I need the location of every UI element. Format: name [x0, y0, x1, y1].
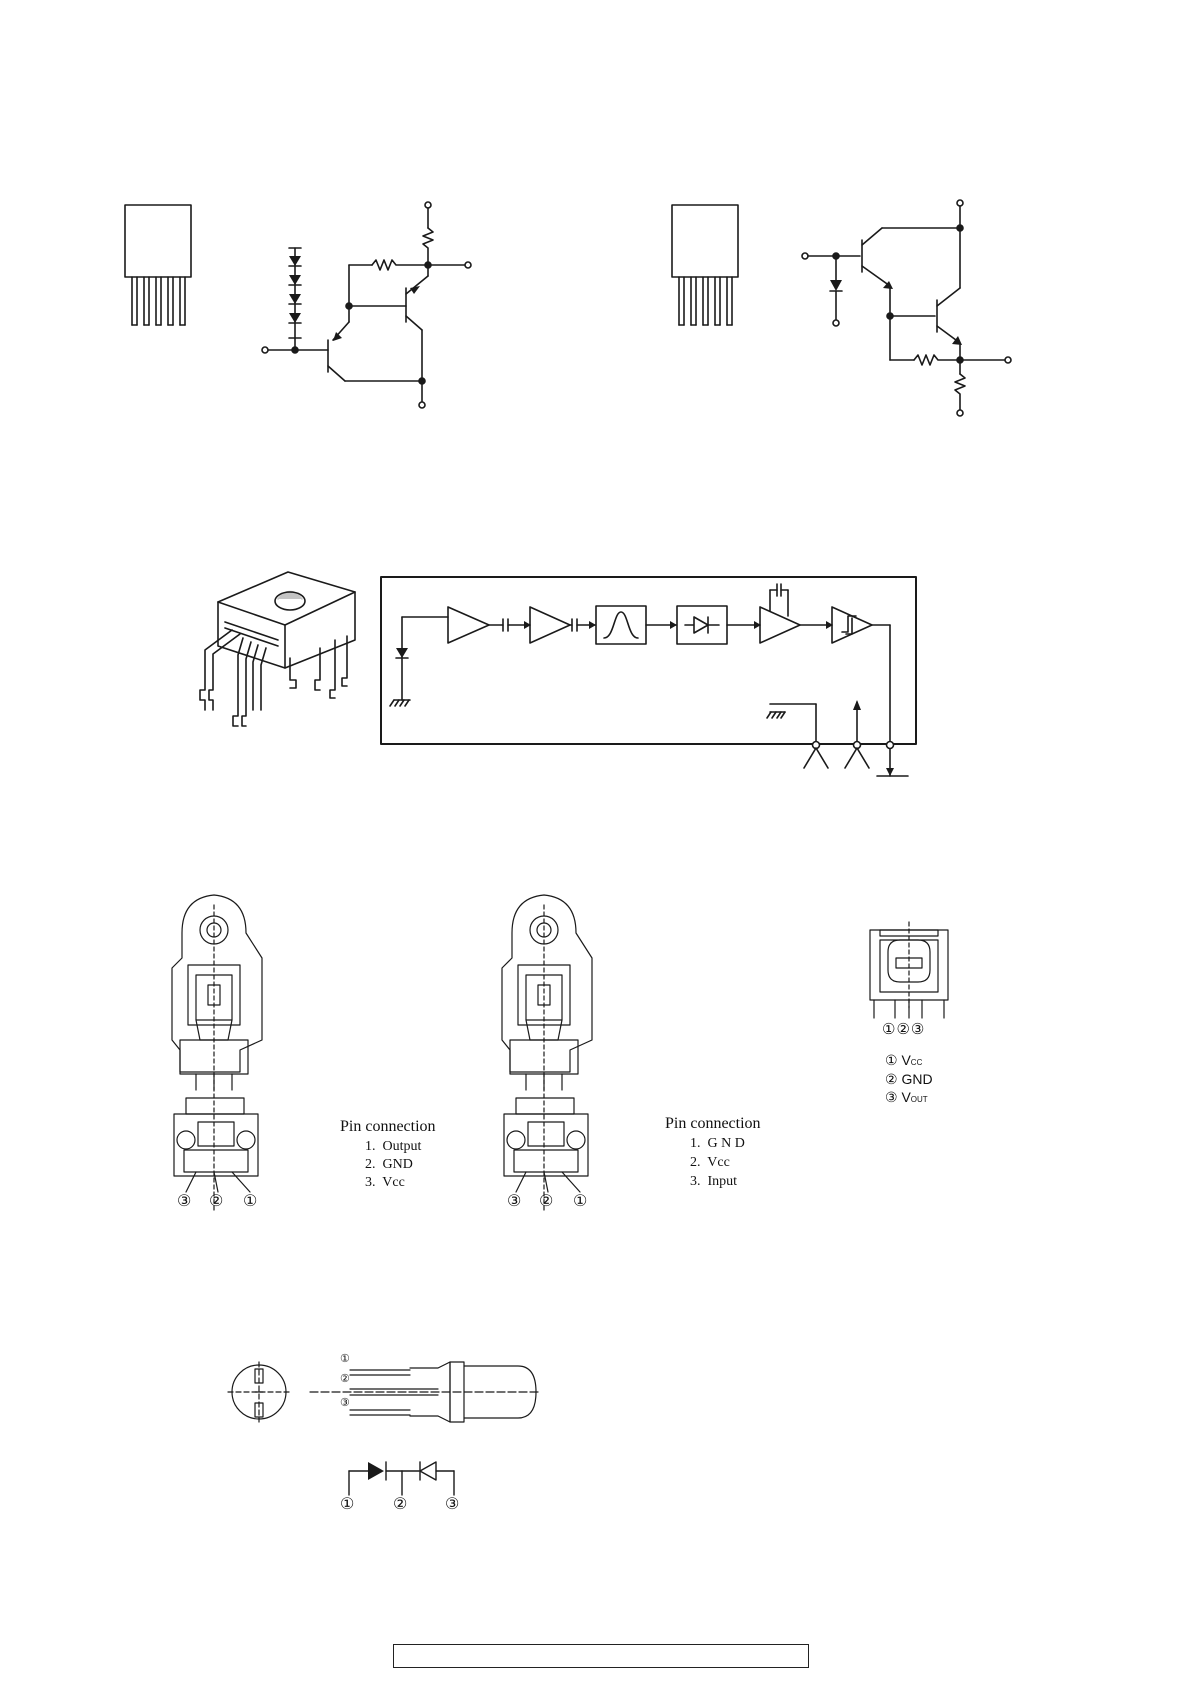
- panel-c-markers: ①②③: [882, 1020, 925, 1038]
- optical-module-b: [502, 895, 592, 1210]
- package-right: [672, 205, 738, 325]
- pin-subscript: OUT: [911, 1095, 928, 1104]
- led-side-marker-2: ②: [340, 1372, 350, 1385]
- led-schematic-marker-3: ③: [445, 1494, 459, 1514]
- panel-a-marker-2: ②: [209, 1191, 223, 1211]
- pin-number: 1.: [690, 1136, 701, 1151]
- pin-number: 2.: [690, 1155, 701, 1170]
- pin-name: Vcc: [382, 1175, 405, 1190]
- panel-c-pin-2: ② GND: [885, 1071, 933, 1088]
- panel-b-pin-1: 1. G N D: [690, 1136, 745, 1152]
- regulator-schematic-left: [262, 202, 471, 408]
- panel-b-title: Pin connection: [665, 1115, 761, 1133]
- pin-name: Vcc: [707, 1155, 730, 1170]
- panel-b-marker-1: ①: [573, 1191, 587, 1211]
- led-schematic: [349, 1462, 454, 1495]
- led-schematic-marker-2: ②: [393, 1494, 407, 1514]
- pin-name: GND: [383, 1157, 413, 1172]
- panel-a-pin-3: 3. Vcc: [365, 1175, 405, 1191]
- panel-a-title: Pin connection: [340, 1118, 436, 1136]
- panel-a-marker-1: ①: [243, 1191, 257, 1211]
- pin-number: 3.: [365, 1175, 376, 1190]
- panel-b-pin-2: 2. Vcc: [690, 1155, 730, 1171]
- pin-name: GND: [901, 1071, 932, 1087]
- panel-a-pin-2: 2. GND: [365, 1157, 413, 1173]
- ir-receiver-package: [200, 572, 355, 726]
- pin-number: 2.: [365, 1157, 376, 1172]
- panel-a-pin-1: 1. Output: [365, 1139, 421, 1155]
- footer-box: [393, 1644, 809, 1668]
- led-schematic-marker-1: ①: [340, 1494, 354, 1514]
- panel-a-marker-3: ③: [177, 1191, 191, 1211]
- panel-c-pin-1: ① VCC: [885, 1052, 922, 1069]
- pin-number: 3.: [690, 1174, 701, 1189]
- optical-module-c: [870, 922, 948, 1018]
- pin-name: V: [901, 1052, 910, 1068]
- pin-number: ③: [885, 1089, 898, 1105]
- ir-receiver-block-diagram: [381, 577, 916, 776]
- led-side-marker-1: ①: [340, 1352, 350, 1365]
- panel-c-pin-3: ③ VOUT: [885, 1089, 928, 1106]
- pin-number: ①: [885, 1052, 898, 1068]
- panel-b-pin-3: 3. Input: [690, 1174, 737, 1190]
- pin-name: Output: [383, 1139, 422, 1154]
- pin-number: 1.: [365, 1139, 376, 1154]
- darlington-schematic-right: [802, 200, 1011, 416]
- optical-module-a: [172, 895, 262, 1210]
- pin-subscript: CC: [911, 1058, 923, 1067]
- pin-name: V: [901, 1089, 910, 1105]
- pin-name: G N D: [708, 1136, 745, 1151]
- pin-number: ②: [885, 1071, 898, 1087]
- pin-name: Input: [708, 1174, 738, 1189]
- panel-b-marker-2: ②: [539, 1191, 553, 1211]
- panel-b-marker-3: ③: [507, 1191, 521, 1211]
- led-side-marker-3: ③: [340, 1396, 350, 1409]
- package-left: [125, 205, 191, 325]
- led-drawing: [228, 1362, 540, 1422]
